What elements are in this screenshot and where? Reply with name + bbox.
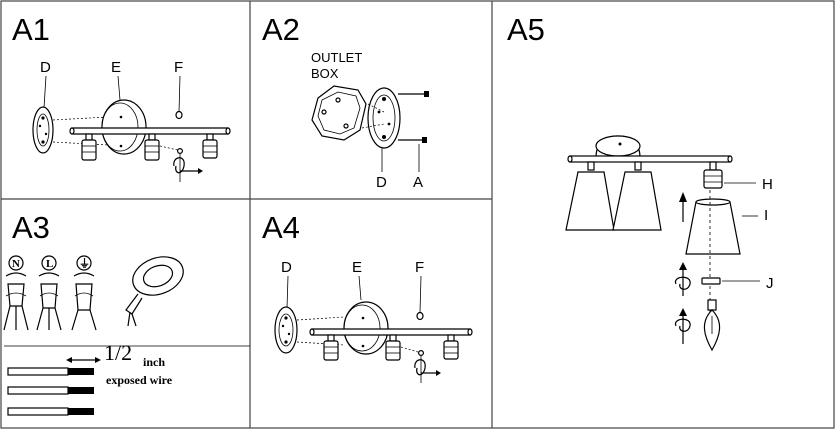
rotate-arrow-icon bbox=[674, 262, 691, 296]
part-label-d: D bbox=[281, 259, 292, 276]
rotate-arrow-icon bbox=[674, 308, 691, 344]
part-label-e: E bbox=[352, 259, 362, 276]
part-label-a: A bbox=[413, 174, 423, 191]
stripped-wire-icon bbox=[7, 407, 94, 416]
neutral-symbol: N bbox=[12, 258, 20, 270]
outlet-box-icon bbox=[311, 85, 367, 141]
panel-a2-title: A2 bbox=[262, 12, 300, 47]
socket-right-icon bbox=[443, 334, 459, 360]
screw-icon bbox=[361, 91, 429, 143]
wire-nut-icon bbox=[71, 283, 97, 331]
outlet-box-label-line2: BOX bbox=[311, 66, 339, 81]
panel-a1-title: A1 bbox=[12, 12, 50, 47]
part-label-e: E bbox=[111, 59, 121, 76]
part-label-i: I bbox=[764, 207, 768, 224]
panel-a1: A1 D E F bbox=[12, 12, 231, 182]
wire-nut-icon bbox=[36, 283, 62, 331]
socket-left-icon bbox=[81, 133, 97, 161]
mounting-plate-icon bbox=[367, 87, 401, 149]
strip-length-unit: inch bbox=[143, 355, 165, 369]
panel-a4-title: A4 bbox=[262, 210, 300, 245]
part-label-d: D bbox=[376, 174, 387, 191]
rotate-arrow-icon bbox=[173, 154, 203, 182]
arm-bar-icon bbox=[71, 127, 229, 135]
panel-a5-title: A5 bbox=[507, 12, 545, 47]
mounting-plate-icon bbox=[274, 306, 298, 354]
ground-symbol: ⏚ bbox=[79, 257, 90, 270]
light-bulb-icon bbox=[703, 299, 721, 352]
part-label-h: H bbox=[762, 176, 773, 193]
part-label-f: F bbox=[174, 59, 183, 76]
rotate-arrow-icon bbox=[414, 356, 441, 383]
assembled-fixture-icon bbox=[565, 135, 756, 231]
strip-length-caption: exposed wire bbox=[106, 373, 173, 387]
shade-icon bbox=[685, 190, 758, 312]
part-label-j: J bbox=[766, 275, 774, 292]
wire-connector-group: N L ⏚ bbox=[3, 255, 97, 331]
light-fixture-exploded bbox=[32, 75, 231, 182]
socket-middle-icon bbox=[385, 334, 401, 361]
shade-ring-icon bbox=[701, 277, 760, 285]
stripped-wire-icon bbox=[7, 367, 94, 376]
electrical-tape-icon bbox=[125, 256, 184, 327]
socket-left-icon bbox=[323, 334, 339, 361]
strip-length-value: 1/2 bbox=[104, 340, 132, 365]
mounting-plate-icon bbox=[32, 106, 54, 154]
wire-nut-icon bbox=[3, 283, 29, 331]
socket-right-icon bbox=[202, 133, 218, 159]
panel-a5: A5 H I J bbox=[507, 12, 774, 352]
knob-nut-icon bbox=[175, 110, 183, 120]
light-fixture-exploded bbox=[274, 275, 473, 383]
part-label-d: D bbox=[40, 59, 51, 76]
socket-middle-icon bbox=[144, 133, 160, 161]
arm-bar-icon bbox=[311, 328, 471, 336]
panel-a3-title: A3 bbox=[12, 210, 50, 245]
line-symbol: L bbox=[46, 258, 53, 270]
panel-a4: A4 D E F bbox=[262, 210, 473, 383]
part-label-f: F bbox=[415, 259, 424, 276]
knob-nut-icon bbox=[416, 311, 424, 321]
outlet-box-label-line1: OUTLET bbox=[311, 50, 362, 65]
panel-a2: A2 OUTLET BOX D A bbox=[262, 12, 429, 191]
panel-a3: A3 N L ⏚ bbox=[3, 210, 250, 416]
up-arrow-icon bbox=[679, 192, 687, 222]
stripped-wire-icon bbox=[7, 386, 94, 395]
strip-length-guide: 1/2 inch exposed wire bbox=[4, 340, 250, 416]
